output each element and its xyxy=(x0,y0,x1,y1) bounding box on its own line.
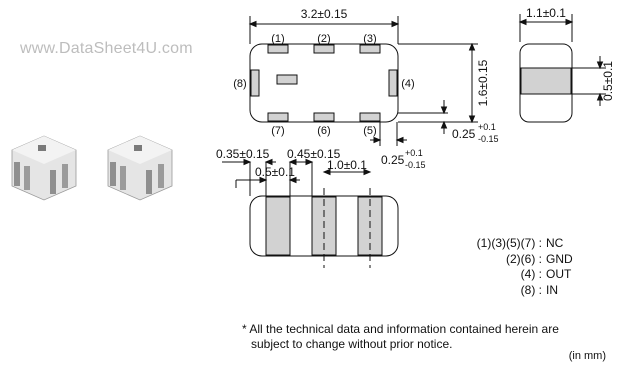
pin-function: NC xyxy=(546,236,564,250)
dim-length: 3.2±0.15 xyxy=(301,7,348,21)
pin-row: (8) : IN xyxy=(448,283,573,299)
dim-pad-width: 0.5±0.1 xyxy=(255,165,295,179)
side-view xyxy=(518,14,606,123)
pin-label-7: (7) xyxy=(271,125,284,137)
dim-offset-b-tol-plus: +0.1 xyxy=(405,148,423,158)
pin-label-6: (6) xyxy=(317,125,330,137)
pad-7 xyxy=(267,112,289,122)
pin-label-4: (4) xyxy=(401,78,414,90)
dim-pitch-1: 0.35±0.15 xyxy=(216,147,270,161)
orientation-mark xyxy=(276,74,298,85)
note-line-1: * All the technical data and information… xyxy=(242,322,559,336)
pad-1 xyxy=(267,44,289,54)
pad-8 xyxy=(250,69,260,97)
pin-row: (2)(6) : GND xyxy=(448,252,573,268)
dim-offset-b: 0.25 xyxy=(381,153,405,167)
dim-offset-b-tol-minus: -0.15 xyxy=(405,160,426,170)
pin-label-1: (1) xyxy=(271,33,284,45)
pin-function: IN xyxy=(546,282,558,297)
pin-label-2: (2) xyxy=(317,33,330,45)
pin-label-8: (8) xyxy=(233,78,246,90)
pin-row: (1)(3)(5)(7) : NC xyxy=(448,236,573,252)
pin-label-3: (3) xyxy=(363,33,376,45)
pad-4 xyxy=(388,69,398,97)
pin-label-5: (5) xyxy=(363,125,376,137)
pin-list: (2)(6) : xyxy=(506,251,542,266)
bottom-view xyxy=(222,158,399,268)
pad-5 xyxy=(359,112,381,122)
pin-list: (4) : xyxy=(520,267,542,281)
dim-band-width: 0.5±0.1 xyxy=(601,61,615,101)
dim-pitch-2: 0.45±0.15 xyxy=(287,147,341,161)
pin-function: OUT xyxy=(546,267,572,281)
dim-offset-a-tol-minus: -0.15 xyxy=(478,134,499,144)
unit-label: (in mm) xyxy=(568,350,606,362)
pin-row: (4) : OUT xyxy=(448,267,573,283)
product-photo-left xyxy=(11,135,77,201)
pin-list: (8) : xyxy=(520,282,542,297)
pin-list: (1)(3)(5)(7) : xyxy=(476,236,542,250)
note-line-2: subject to change without prior notice. xyxy=(251,337,453,351)
dim-width: 1.6±0.15 xyxy=(476,59,490,106)
dim-offset-a-tol-plus: +0.1 xyxy=(478,122,496,132)
dim-pad-spacing: 1.0±0.1 xyxy=(327,158,367,172)
dim-offset-a: 0.25 xyxy=(452,127,476,141)
disclaimer-note: * All the technical data and information… xyxy=(242,322,559,352)
dim-height: 1.1±0.1 xyxy=(526,6,566,20)
pad-2 xyxy=(313,44,335,54)
pin-function: GND xyxy=(546,251,573,266)
pin-function-table: (1)(3)(5)(7) : NC (2)(6) : GND (4) : OUT… xyxy=(448,236,573,298)
product-photo-right xyxy=(107,135,173,201)
top-view xyxy=(248,16,478,146)
watermark-text: www.DataSheet4U.com xyxy=(20,40,193,57)
pad-3 xyxy=(359,44,381,54)
pad-6 xyxy=(313,112,335,122)
